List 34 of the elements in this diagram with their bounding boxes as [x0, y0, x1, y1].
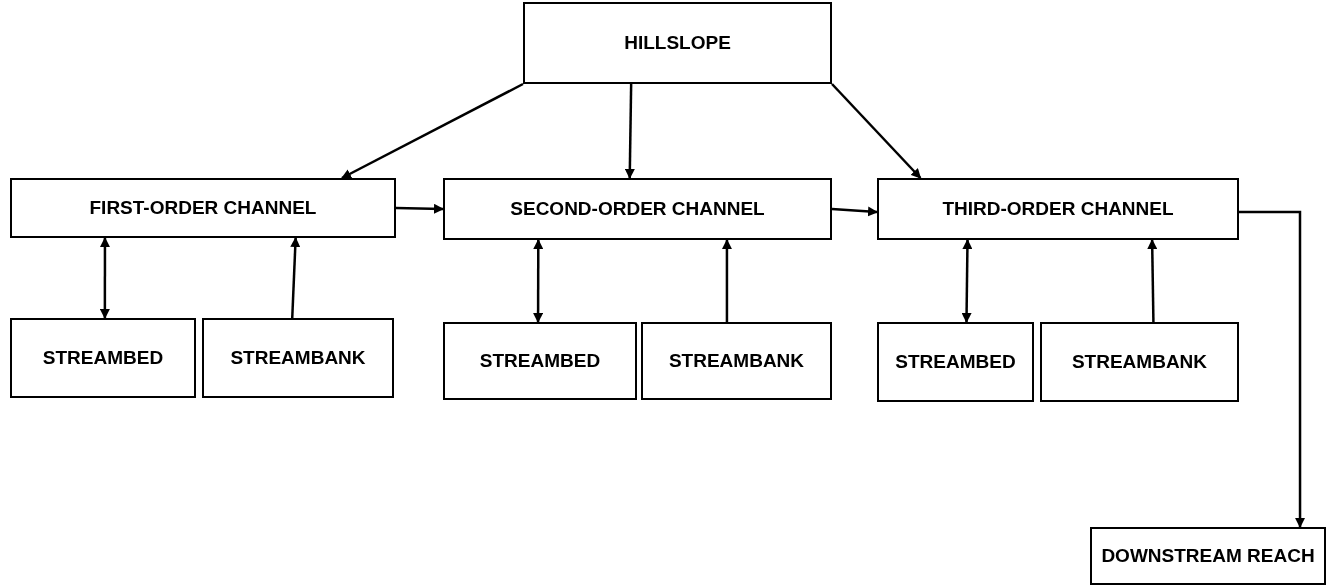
process-box	[10, 178, 396, 238]
arrow	[961, 239, 973, 323]
box-label: STREAMBANK	[1071, 350, 1208, 374]
box-label: STREAMBANK	[668, 349, 805, 373]
box-label: DOWNSTREAM REACH	[1101, 544, 1315, 568]
arrow	[1147, 239, 1158, 323]
process-box	[1090, 527, 1326, 585]
process-box	[1040, 322, 1239, 402]
process-box	[877, 322, 1034, 402]
arrow	[1239, 210, 1306, 528]
arrow	[624, 84, 635, 179]
arrow	[290, 237, 301, 319]
arrow	[831, 83, 922, 179]
arrow	[341, 82, 524, 180]
process-box	[443, 322, 637, 400]
box-label: STREAMBED	[895, 350, 1016, 374]
box-label: THIRD-ORDER CHANNEL	[942, 197, 1174, 221]
process-box	[877, 178, 1239, 240]
arrow	[721, 239, 732, 322]
arrow	[831, 206, 878, 217]
arrow	[533, 239, 544, 323]
process-box	[443, 178, 832, 240]
box-label: SECOND-ORDER CHANNEL	[510, 197, 765, 221]
box-label: STREAMBED	[42, 346, 164, 370]
box-label: FIRST-ORDER CHANNEL	[89, 196, 317, 220]
process-box	[10, 318, 196, 398]
arrow	[395, 203, 444, 214]
box-label: STREAMBED	[479, 349, 601, 373]
process-box	[202, 318, 394, 398]
arrow	[99, 237, 110, 319]
box-label: STREAMBANK	[230, 346, 366, 370]
process-box	[523, 2, 832, 84]
box-label: HILLSLOPE	[624, 31, 731, 55]
process-box	[641, 322, 832, 400]
